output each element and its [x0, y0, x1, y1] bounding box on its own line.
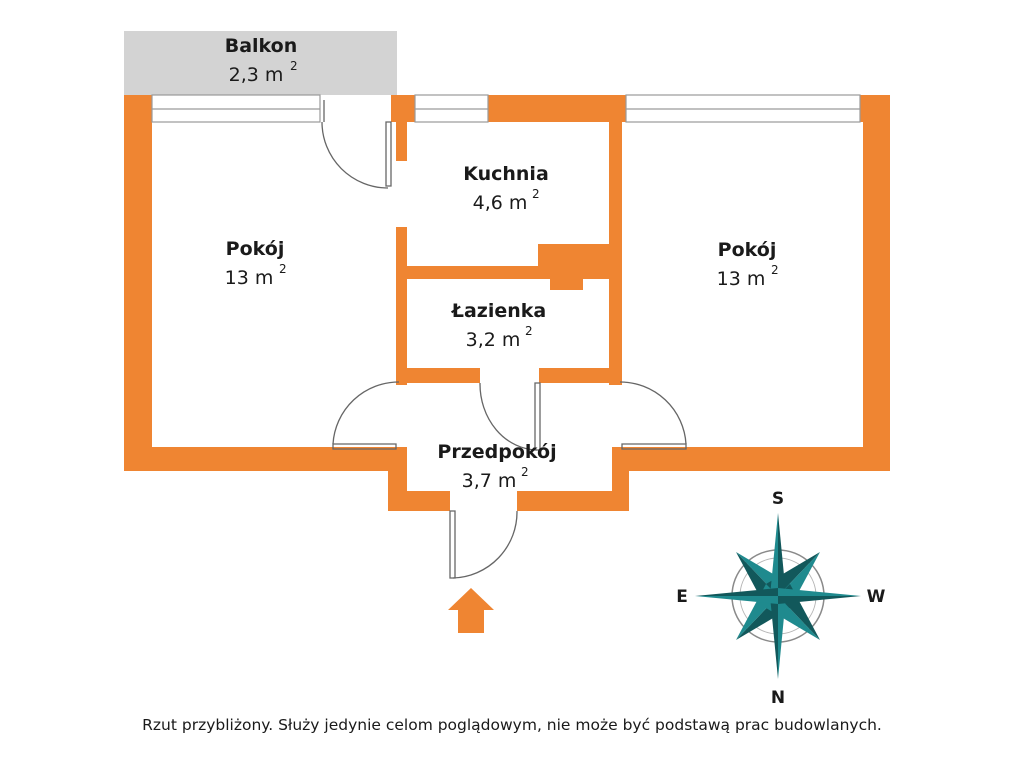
area-unit-superscript: 2	[279, 262, 287, 276]
balcony-area	[124, 31, 397, 95]
room-name: Balkon	[225, 35, 298, 57]
compass-west-label: W	[867, 587, 886, 607]
room-label-living-left: Pokój 13 m 2	[225, 238, 287, 289]
room-name: Łazienka	[451, 300, 546, 322]
room-label-hallway: Przedpokój 3,7 m 2	[437, 441, 556, 492]
room-name: Kuchnia	[463, 163, 549, 185]
room-area: 3,2 m	[466, 329, 521, 351]
compass-north-label: N	[771, 688, 785, 708]
room-name: Pokój	[226, 238, 285, 260]
room-name: Pokój	[718, 239, 777, 261]
room-name: Przedpokój	[437, 441, 556, 463]
walls	[124, 95, 890, 511]
area-unit-superscript: 2	[532, 187, 540, 201]
room-label-living-right: Pokój 13 m 2	[717, 239, 779, 290]
room-area: 13 m	[225, 267, 274, 289]
area-unit-superscript: 2	[521, 465, 529, 479]
compass-east-label: E	[676, 587, 688, 607]
windows	[151, 94, 861, 123]
disclaimer-text: Rzut przybliżony. Służy jedynie celom po…	[142, 716, 882, 734]
room-area: 2,3 m	[229, 64, 284, 86]
entrance-arrow-icon	[448, 588, 494, 633]
room-label-bathroom: Łazienka 3,2 m 2	[451, 300, 546, 351]
compass-rose-icon: S N E W	[676, 489, 885, 708]
area-unit-superscript: 2	[771, 263, 779, 277]
room-area: 13 m	[717, 268, 766, 290]
compass-south-label: S	[772, 489, 784, 509]
doors	[321, 100, 687, 579]
area-unit-superscript: 2	[525, 324, 533, 338]
room-label-kitchen: Kuchnia 4,6 m 2	[463, 163, 549, 214]
area-unit-superscript: 2	[290, 59, 298, 73]
room-area: 3,7 m	[462, 470, 517, 492]
room-area: 4,6 m	[473, 192, 528, 214]
room-label-balcony: Balkon 2,3 m 2	[225, 35, 298, 86]
